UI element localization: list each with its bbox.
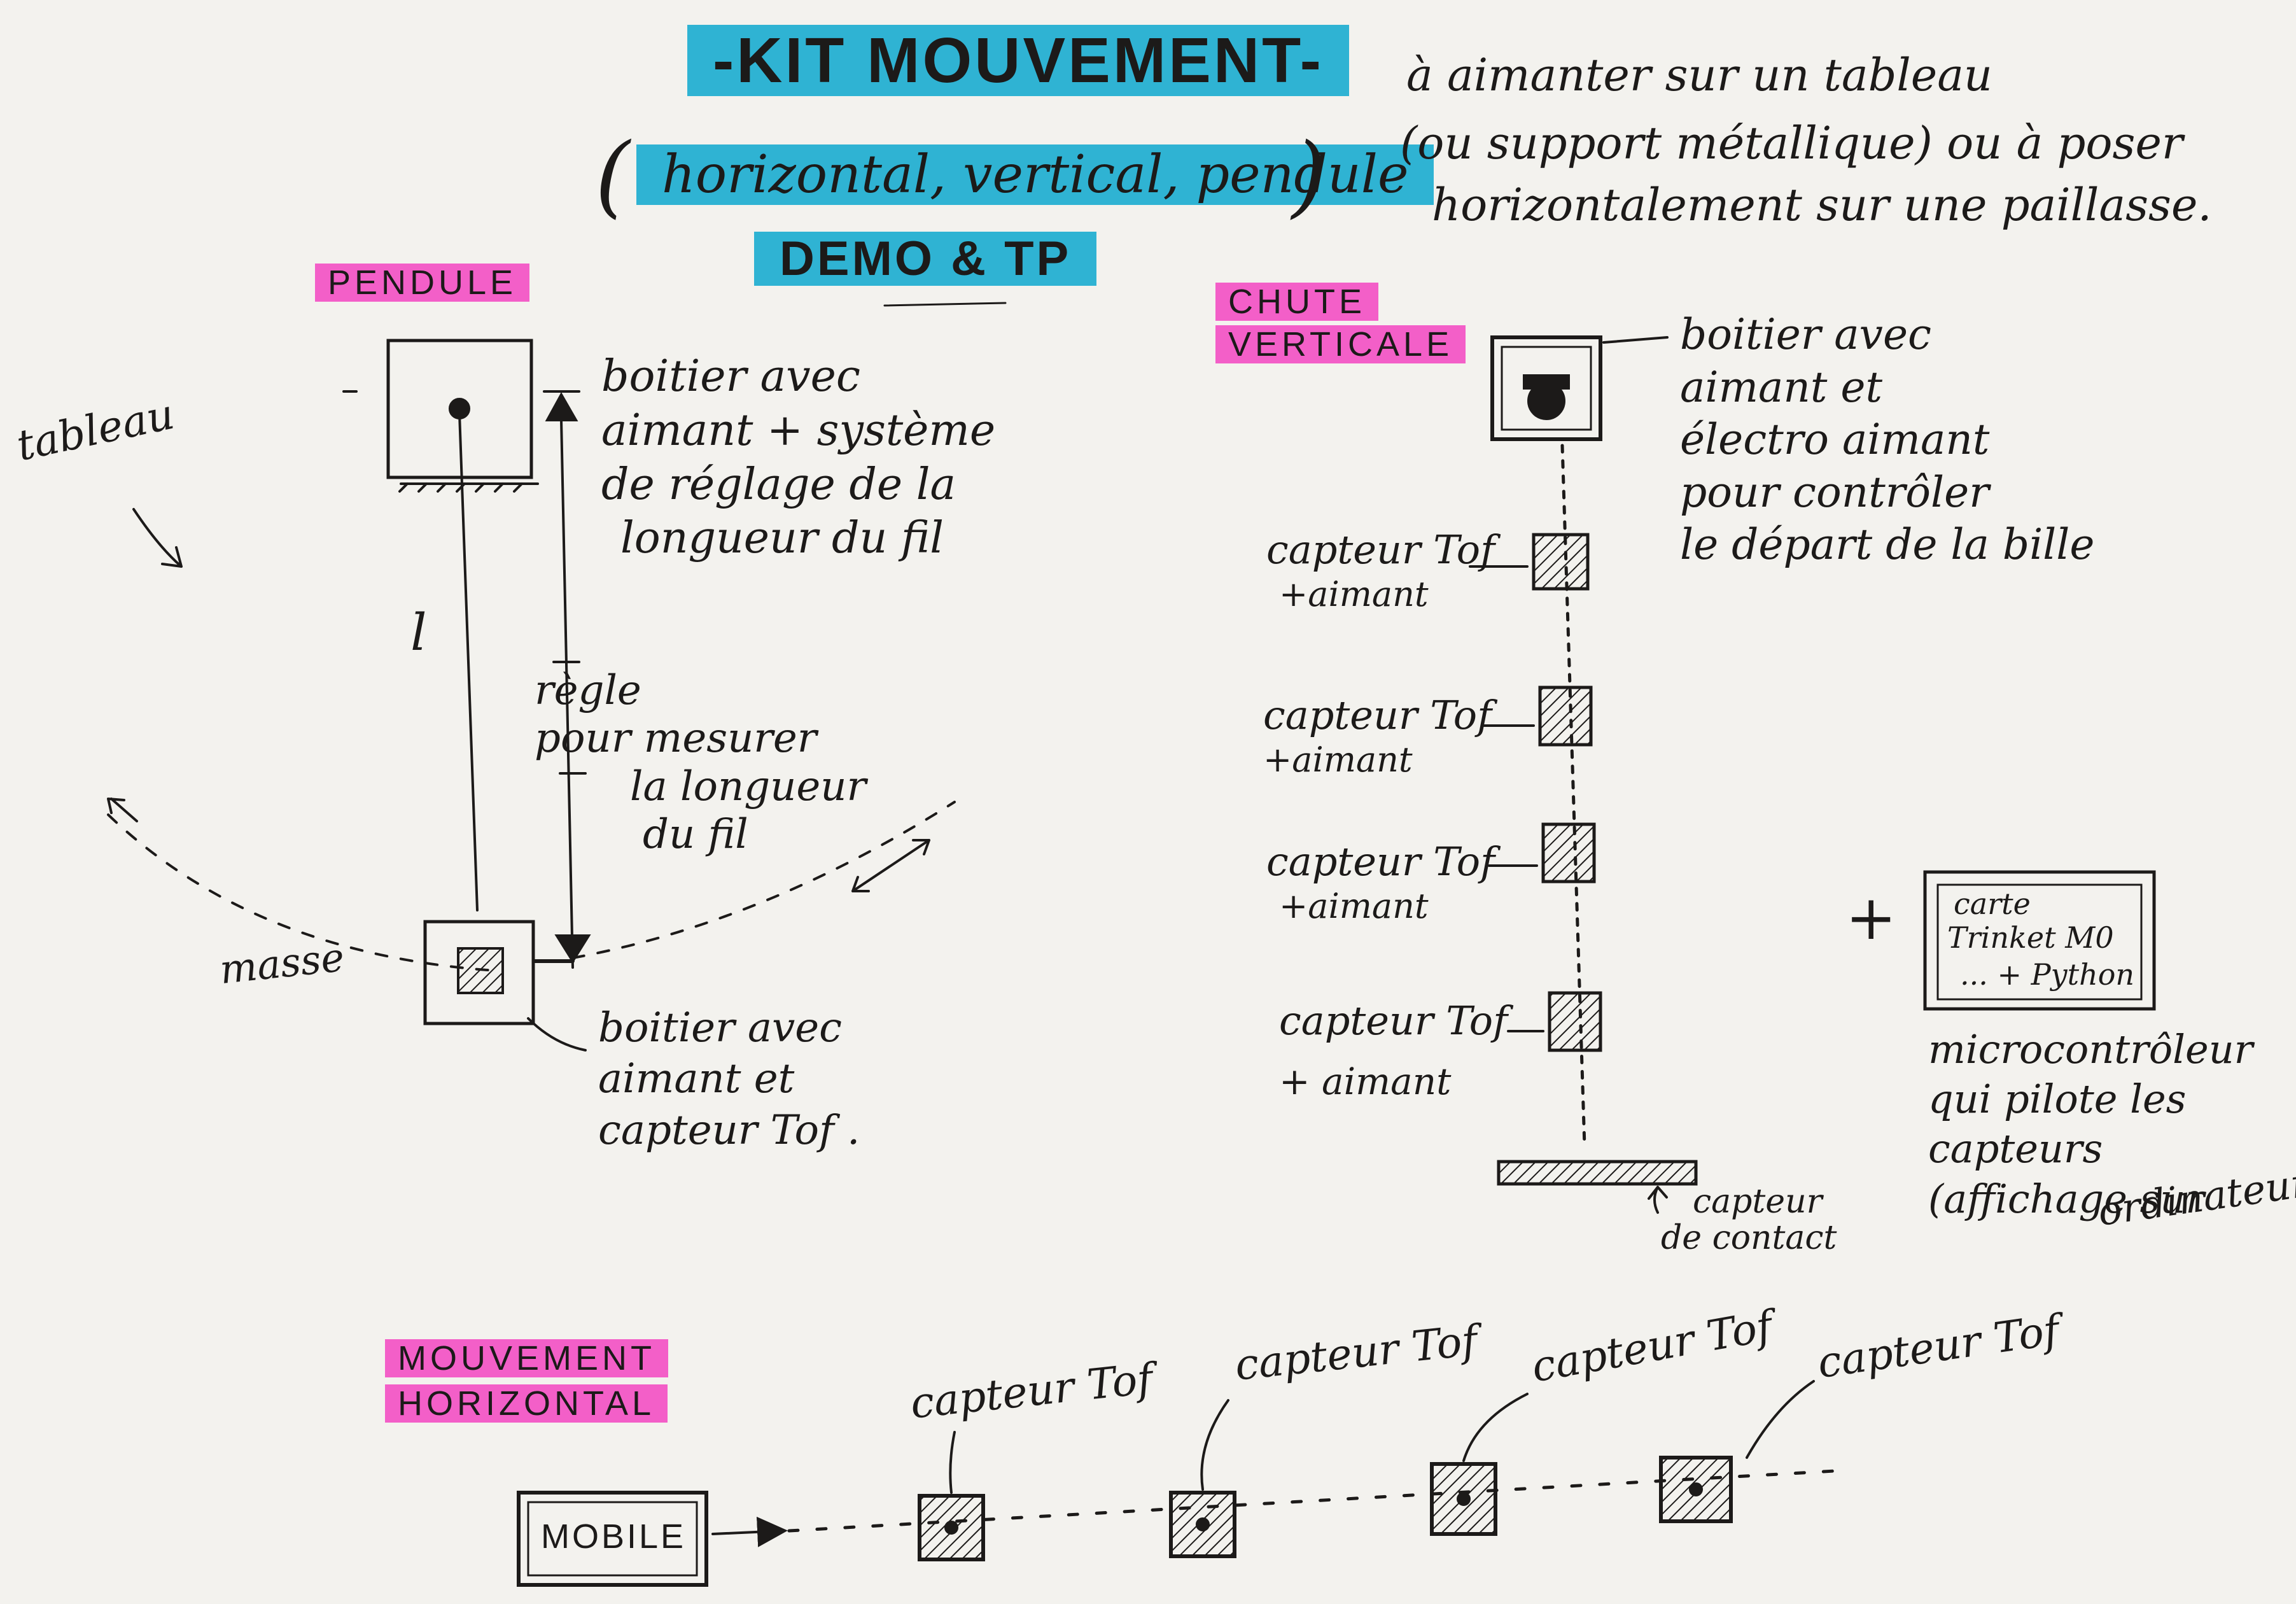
drop-sensor-label-4: capteur Tof + aimant xyxy=(1279,999,1508,1102)
mount-note-line: horizontalement sur une paillasse. xyxy=(1432,179,2212,231)
kit-title: -KIT MOUVEMENT- xyxy=(687,25,1349,96)
controller-card-line: Trinket M0 xyxy=(1947,920,2114,955)
demo-label-text: DEMO & TP xyxy=(754,232,1097,286)
length-symbol: l xyxy=(410,603,427,662)
drop-sensor-label-line: + aimant xyxy=(1279,1060,1452,1104)
drop-sensor-label-line: +aimant xyxy=(1263,740,1413,780)
ruler xyxy=(560,419,574,969)
drop-sensor-label-line: capteur Tof xyxy=(1266,838,1495,885)
horizontal-heading-line: HORIZONTAL xyxy=(385,1384,668,1423)
sensor-box-label: boitier avec aimant et capteur Tof . xyxy=(598,1006,860,1153)
drop-sensor-label-line: +aimant xyxy=(1279,574,1429,615)
contact-sensor-label: capteur de contact xyxy=(1661,1183,1837,1258)
sensor-box-label-line: boitier avec xyxy=(598,1004,842,1052)
horizontal-heading-line: MOUVEMENT xyxy=(385,1339,668,1377)
kit-title-text: -KIT MOUVEMENT- xyxy=(687,25,1349,96)
mass-box xyxy=(423,920,535,1025)
controller-card xyxy=(1923,870,2156,1011)
pendule-heading: PENDULE xyxy=(315,264,530,302)
contact-sensor-label-line: de contact xyxy=(1661,1219,1837,1258)
drop-sensor-label-line: capteur Tof xyxy=(1279,997,1508,1044)
controller-description-line: capteurs xyxy=(1928,1125,2103,1172)
drop-box-label-line: pour contrôler xyxy=(1680,467,1989,517)
kit-subtitle-text: horizontal, vertical, pendule xyxy=(636,144,1434,205)
controller-card-line: carte xyxy=(1954,887,2031,921)
mount-note: à aimanter sur un tableau (ou support mé… xyxy=(1400,51,2212,230)
sensor-box-label-line: aimant et xyxy=(598,1055,795,1103)
controller-description-line: (affichage sur xyxy=(1928,1175,2204,1222)
drop-top-box xyxy=(1490,335,1602,441)
chute-heading: CHUTE VERTICALE xyxy=(1215,283,1466,364)
pendulum-box-label-line: longueur du fil xyxy=(620,513,944,564)
subtitle-close-paren: ) xyxy=(1292,124,1327,228)
mount-note-line: à aimanter sur un tableau xyxy=(1406,49,1993,101)
swing-arc xyxy=(107,813,498,972)
drop-sensor-label-line: capteur Tof xyxy=(1266,526,1495,573)
pendulum-top-box xyxy=(386,339,533,479)
pendulum-box-label: boitier avec aimant + système de réglage… xyxy=(601,353,995,563)
horizontal-heading: MOUVEMENT HORIZONTAL xyxy=(385,1339,668,1423)
ruler-label-line: la longueur xyxy=(630,763,867,810)
drop-sensor-1 xyxy=(1532,533,1590,591)
pendulum-string xyxy=(458,412,479,911)
drop-sensor-label-3: capteur Tof +aimant xyxy=(1266,840,1495,925)
contact-sensor xyxy=(1497,1160,1698,1186)
controller-description: microcontrôleur qui pilote les capteurs … xyxy=(1928,1026,2296,1258)
ruler-label-line: pour mesurer xyxy=(535,715,817,763)
drop-sensor-label-1: capteur Tof +aimant xyxy=(1266,526,1495,615)
drop-sensor-3 xyxy=(1541,822,1596,883)
drop-sensor-label-line: +aimant xyxy=(1279,886,1429,927)
controller-description-line: microcontrôleur xyxy=(1928,1026,2253,1073)
sensor-box-label-line: capteur Tof . xyxy=(598,1106,860,1154)
drop-box-label-line: boitier avec xyxy=(1680,310,1931,359)
subtitle-open-paren: ( xyxy=(595,124,630,228)
pendule-heading-text: PENDULE xyxy=(315,264,530,302)
drop-sensor-4 xyxy=(1548,991,1602,1052)
controller-card-line: ... + Python xyxy=(1960,957,2135,992)
drop-sensor-label-2: capteur Tof +aimant xyxy=(1263,692,1492,780)
demo-underline xyxy=(883,302,1007,307)
mobile-box xyxy=(517,1491,708,1587)
demo-label: DEMO & TP xyxy=(754,232,1097,286)
pendulum-box-label-line: de réglage de la xyxy=(601,459,956,510)
pendulum-box-label-line: boitier avec xyxy=(601,351,860,402)
chute-heading-line: CHUTE xyxy=(1215,283,1378,321)
drop-sensor-2 xyxy=(1538,686,1593,747)
ruler-label-line: du fil xyxy=(643,811,748,859)
pendulum-box-label-line: aimant + système xyxy=(601,405,996,456)
mount-note-line: (ou support métallique) ou à poser xyxy=(1400,117,2183,169)
mobile-label: MOBILE xyxy=(541,1517,687,1556)
controller-card-text: carte Trinket M0 ... + Python xyxy=(1947,888,2134,991)
ruler-label: règle pour mesurer la longueur du fil xyxy=(535,668,866,857)
drop-box-label-line: électro aimant xyxy=(1680,415,1990,465)
controller-description-line: ordinateur) xyxy=(2095,1157,2296,1235)
drop-box-label-line: le départ de la bille xyxy=(1680,520,2095,570)
ruler-label-line: règle xyxy=(535,667,641,714)
drop-sensor-label-line: capteur Tof xyxy=(1263,692,1492,738)
controller-description-line: qui pilote les xyxy=(1928,1076,2187,1123)
contact-sensor-label-line: capteur xyxy=(1693,1183,1823,1221)
kit-subtitle: horizontal, vertical, pendule xyxy=(636,144,1434,205)
drop-box-label: boitier avec aimant et électro aimant po… xyxy=(1680,310,2095,570)
plus-sign: + xyxy=(1845,882,1897,953)
drop-box-label-line: aimant et xyxy=(1680,362,1882,412)
chute-heading-line: VERTICALE xyxy=(1215,325,1466,364)
